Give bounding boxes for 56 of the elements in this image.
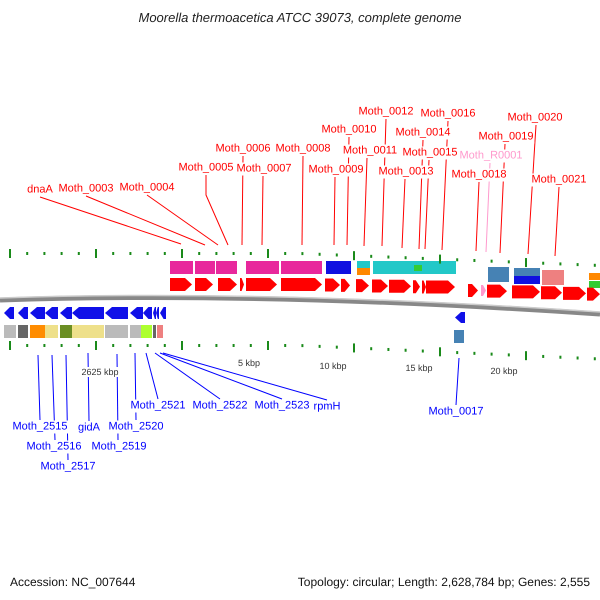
leader-line (364, 158, 368, 246)
scale-label: 20 kbp (490, 366, 518, 376)
gene-label: Moth_0010 (320, 124, 378, 136)
gene-label: Moth_2517 (39, 460, 97, 474)
scale-label: 5 kbp (238, 358, 260, 368)
leader-line (554, 186, 560, 256)
gene-label: Moth_0014 (394, 126, 452, 140)
gene-label: Moth_0020 (506, 112, 564, 124)
gene-label: gidA (76, 422, 102, 434)
map-title: Moorella thermoacetica ATCC 39073, complete genome (138, 10, 462, 25)
leader-line (456, 358, 460, 406)
leader-line (38, 354, 40, 420)
leader-line (476, 182, 480, 252)
gene-label: Moth_0011 (342, 144, 398, 158)
leader-line (146, 194, 218, 246)
scale-label: 2625 kbp (81, 367, 119, 377)
scale-label: 10 kbp (319, 361, 347, 371)
leader-line (160, 352, 282, 400)
gene-label: rpmH (312, 400, 342, 414)
leader-line (162, 352, 328, 400)
gene-label: Moth_0009 (307, 164, 365, 176)
gene-label: Moth_0005 (177, 162, 235, 174)
leader-line (154, 352, 220, 400)
leader-line (528, 124, 536, 254)
gene-label: Moth_0008 (274, 142, 332, 156)
gene-label: Moth_0013 (377, 166, 435, 178)
leader-line (402, 178, 406, 248)
leader-line (302, 156, 304, 246)
gene-label: Moth_0004 (118, 182, 176, 194)
gene-label: Moth_0012 (357, 106, 415, 118)
gene-label: Moth_2523 (253, 400, 311, 412)
gene-label: Moth_2522 (191, 400, 249, 412)
leader-line (146, 352, 158, 400)
gene-label: Moth_2521 (129, 400, 187, 412)
gene-label: Moth_0003 (57, 182, 115, 196)
genome-summary-text: Topology: circular; Length: 2,628,784 bp; Genes: 2,555 (298, 575, 590, 589)
leader-line (40, 196, 182, 244)
leader-line (86, 196, 206, 246)
gene-label: Moth_0007 (235, 162, 293, 176)
gene-label: Moth_0021 (530, 174, 588, 186)
gene-label: Moth_0016 (419, 108, 477, 120)
accession-text: Accession: NC_007644 (10, 575, 136, 589)
gene-label: Moth_2515 (11, 420, 69, 434)
leader-line (334, 176, 336, 246)
gene-label: Moth_R0001 (458, 150, 524, 162)
gene-label: Moth_2519 (90, 440, 148, 454)
gene-label: Moth_0018 (450, 168, 508, 182)
gene-label: Moth_0006 (214, 142, 272, 156)
leader-line (206, 174, 228, 246)
gene-label: Moth_0015 (401, 146, 459, 160)
gene-label: Moth_2520 (107, 420, 165, 434)
leader-line (262, 176, 264, 246)
scale-label: 15 kbp (405, 363, 433, 373)
gene-label: Moth_2516 (25, 440, 83, 454)
gene-label: Moth_0017 (427, 406, 485, 418)
gene-label: Moth_0019 (477, 130, 535, 144)
